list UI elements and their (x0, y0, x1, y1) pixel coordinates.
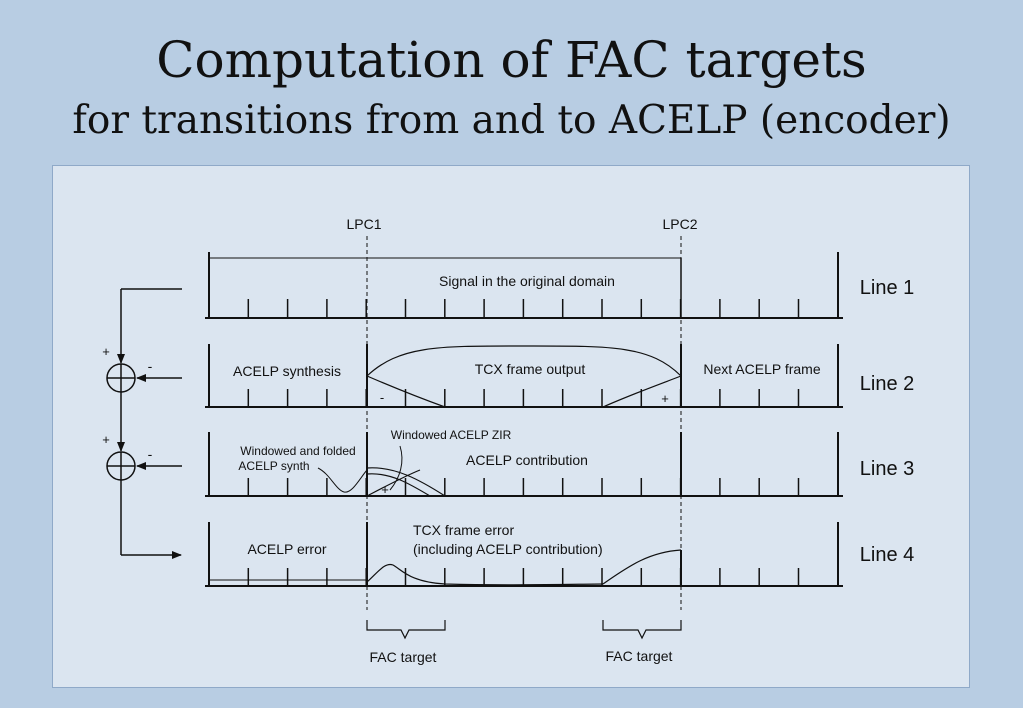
line1-row: Signal in the original domain Line 1 (205, 252, 915, 319)
tcx-frame-output-label: TCX frame output (475, 361, 586, 377)
line4-label: Line 4 (860, 544, 915, 566)
line3-label: Line 3 (860, 458, 915, 480)
line2-row: ACELP synthesis TCX frame output Next AC… (205, 344, 915, 408)
windowed-acelp-zir-label: Windowed ACELP ZIR (391, 428, 512, 442)
zir-pointer (389, 445, 403, 491)
tcx-right-fold-curve (602, 375, 682, 408)
line2-plus-sign: + (661, 391, 669, 406)
tcx-frame-error-label-2: (including ACELP contribution) (413, 541, 603, 557)
fac-targets: FAC target FAC target (366, 620, 682, 665)
fac-target-right-label: FAC target (606, 648, 673, 664)
fac-target-right-brace (602, 620, 682, 640)
acelp-contribution-label: ACELP contribution (466, 452, 588, 468)
fac-target-left-label: FAC target (370, 649, 437, 665)
line3-ticks (247, 478, 800, 496)
signal-original-label: Signal in the original domain (439, 273, 615, 289)
line3-plus-sign: + (381, 482, 389, 497)
lpc1-label: LPC1 (346, 216, 381, 232)
windowed-folded-label-1: Windowed and folded (240, 444, 355, 458)
summer2-plus: + (102, 432, 110, 447)
tcx-error-rise-curve (602, 549, 682, 585)
tcx-window-curve (366, 345, 682, 377)
line2-minus-sign: - (380, 390, 384, 405)
line4-ticks (247, 568, 800, 586)
summer1-plus: + (102, 344, 110, 359)
line2-ticks (247, 389, 800, 407)
line2-label: Line 2 (860, 373, 915, 395)
line1-ticks (247, 299, 800, 318)
line3-row: Windowed and folded ACELP synth Windowed… (205, 428, 914, 497)
lpc2-label: LPC2 (662, 216, 697, 232)
acelp-error-label: ACELP error (247, 541, 326, 557)
diagram-panel (52, 165, 970, 688)
tcx-frame-error-label-1: TCX frame error (413, 522, 514, 538)
summing-path: + - + - (102, 288, 182, 559)
slide-title: Computation of FAC targets (156, 31, 867, 89)
summer1-minus: - (148, 358, 153, 374)
acelp-synthesis-label: ACELP synthesis (233, 363, 341, 379)
tcx-left-fold-curve (366, 375, 446, 408)
folded-synth-pointer (317, 467, 368, 493)
line1-label: Line 1 (860, 277, 915, 299)
summer2-minus: - (148, 446, 153, 462)
fac-target-left-brace (366, 620, 446, 640)
next-acelp-frame-label: Next ACELP frame (703, 361, 820, 377)
windowed-folded-label-2: ACELP synth (238, 459, 309, 473)
slide-subtitle: for transitions from and to ACELP (encod… (72, 98, 951, 143)
line4-row: ACELP error TCX frame error (including A… (205, 522, 915, 587)
tcx-error-curve (366, 563, 604, 586)
